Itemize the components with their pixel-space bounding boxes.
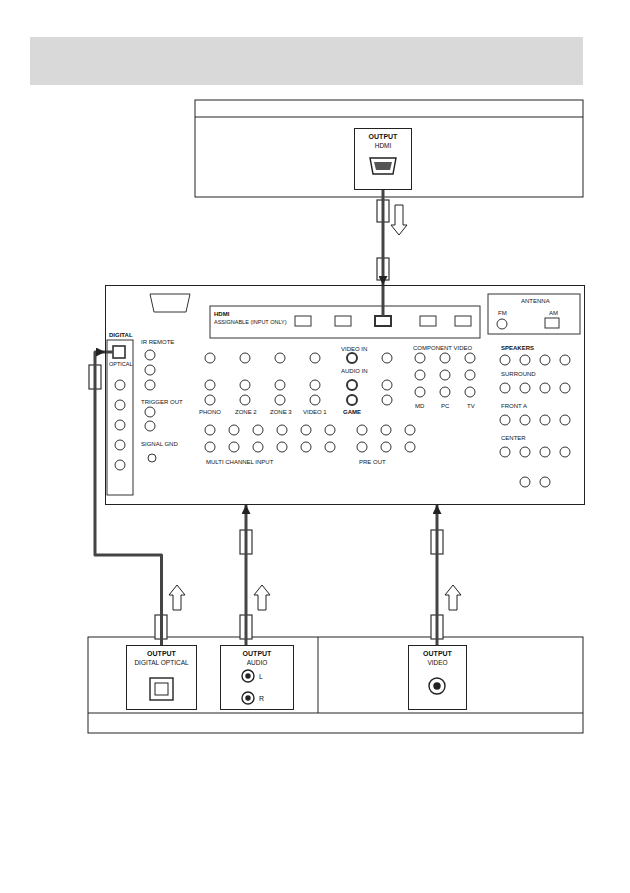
panel-label: VIDEO 1 xyxy=(303,409,327,415)
panel-label: MULTI CHANNEL INPUT xyxy=(206,459,273,465)
audio-output-plate: OUTPUT AUDIO L R xyxy=(220,645,294,710)
optical-output-plate: OUTPUT DIGITAL OPTICAL xyxy=(126,645,197,710)
jack-label: OUTPUT xyxy=(409,650,466,657)
panel-label: FRONT A xyxy=(501,403,527,409)
panel-label: CENTER xyxy=(501,435,526,441)
panel-label: ANTENNA xyxy=(521,298,550,304)
panel-label: TRIGGER OUT xyxy=(141,399,183,405)
panel-label: ASSIGNABLE (INPUT ONLY) xyxy=(214,320,287,326)
panel-label: TV xyxy=(467,403,475,409)
optical-jack xyxy=(150,678,173,700)
panel-label: ZONE 2 xyxy=(235,409,257,415)
jack-label: VIDEO xyxy=(409,660,466,667)
audio-jack xyxy=(242,670,254,704)
panel-label: HDMI xyxy=(214,311,229,317)
jack-label: OUTPUT xyxy=(127,650,196,657)
cable-plug xyxy=(89,200,443,639)
panel-label: PRE OUT xyxy=(359,459,386,465)
video-jack xyxy=(429,678,445,694)
panel-label: PC xyxy=(441,403,449,409)
panel-label: AUDIO IN xyxy=(341,368,368,374)
panel-label: DIGITAL xyxy=(109,332,133,338)
direction-arrow xyxy=(169,205,461,610)
jack-label: HDMI xyxy=(355,143,411,150)
jack-label: OUTPUT xyxy=(355,133,411,140)
hdmi-jack xyxy=(370,158,396,174)
receiver-rear-panel: HDMI ASSIGNABLE (INPUT ONLY) ANTENNA FM AM DI… xyxy=(105,285,585,505)
panel-label: PHONO xyxy=(199,409,221,415)
jack-label: L xyxy=(259,673,263,680)
panel-label: SURROUND xyxy=(501,371,536,377)
device-frame xyxy=(195,100,583,197)
cable-connector xyxy=(245,505,248,645)
cable xyxy=(105,285,383,352)
jack-label: R xyxy=(259,695,264,702)
jack-label: OUTPUT xyxy=(221,650,293,657)
device-frame xyxy=(88,637,583,733)
panel-label: COMPONENT VIDEO xyxy=(413,345,472,351)
panel-label: IR REMOTE xyxy=(141,339,174,345)
receiver-panel-detail xyxy=(107,294,580,495)
heading-band xyxy=(30,37,583,85)
panel-label: VIDEO IN xyxy=(341,346,367,352)
cable-connector xyxy=(382,190,385,285)
panel-label: SIGNAL GND xyxy=(141,441,178,447)
hdmi-output-plate: OUTPUT HDMI xyxy=(354,128,412,190)
panel-label: ZONE 3 xyxy=(270,409,292,415)
jack-label: AUDIO xyxy=(221,660,293,667)
cable-connector xyxy=(436,505,439,645)
panel-label: OPTICAL xyxy=(109,362,133,368)
jack-label: DIGITAL OPTICAL xyxy=(127,660,196,667)
panel-label: AM xyxy=(549,310,558,316)
panel-label: SPEAKERS xyxy=(501,345,534,351)
panel-label: MD xyxy=(415,403,424,409)
video-output-plate: OUTPUT VIDEO xyxy=(408,645,467,710)
panel-label: FM xyxy=(498,310,507,316)
panel-label: GAME xyxy=(343,409,361,415)
